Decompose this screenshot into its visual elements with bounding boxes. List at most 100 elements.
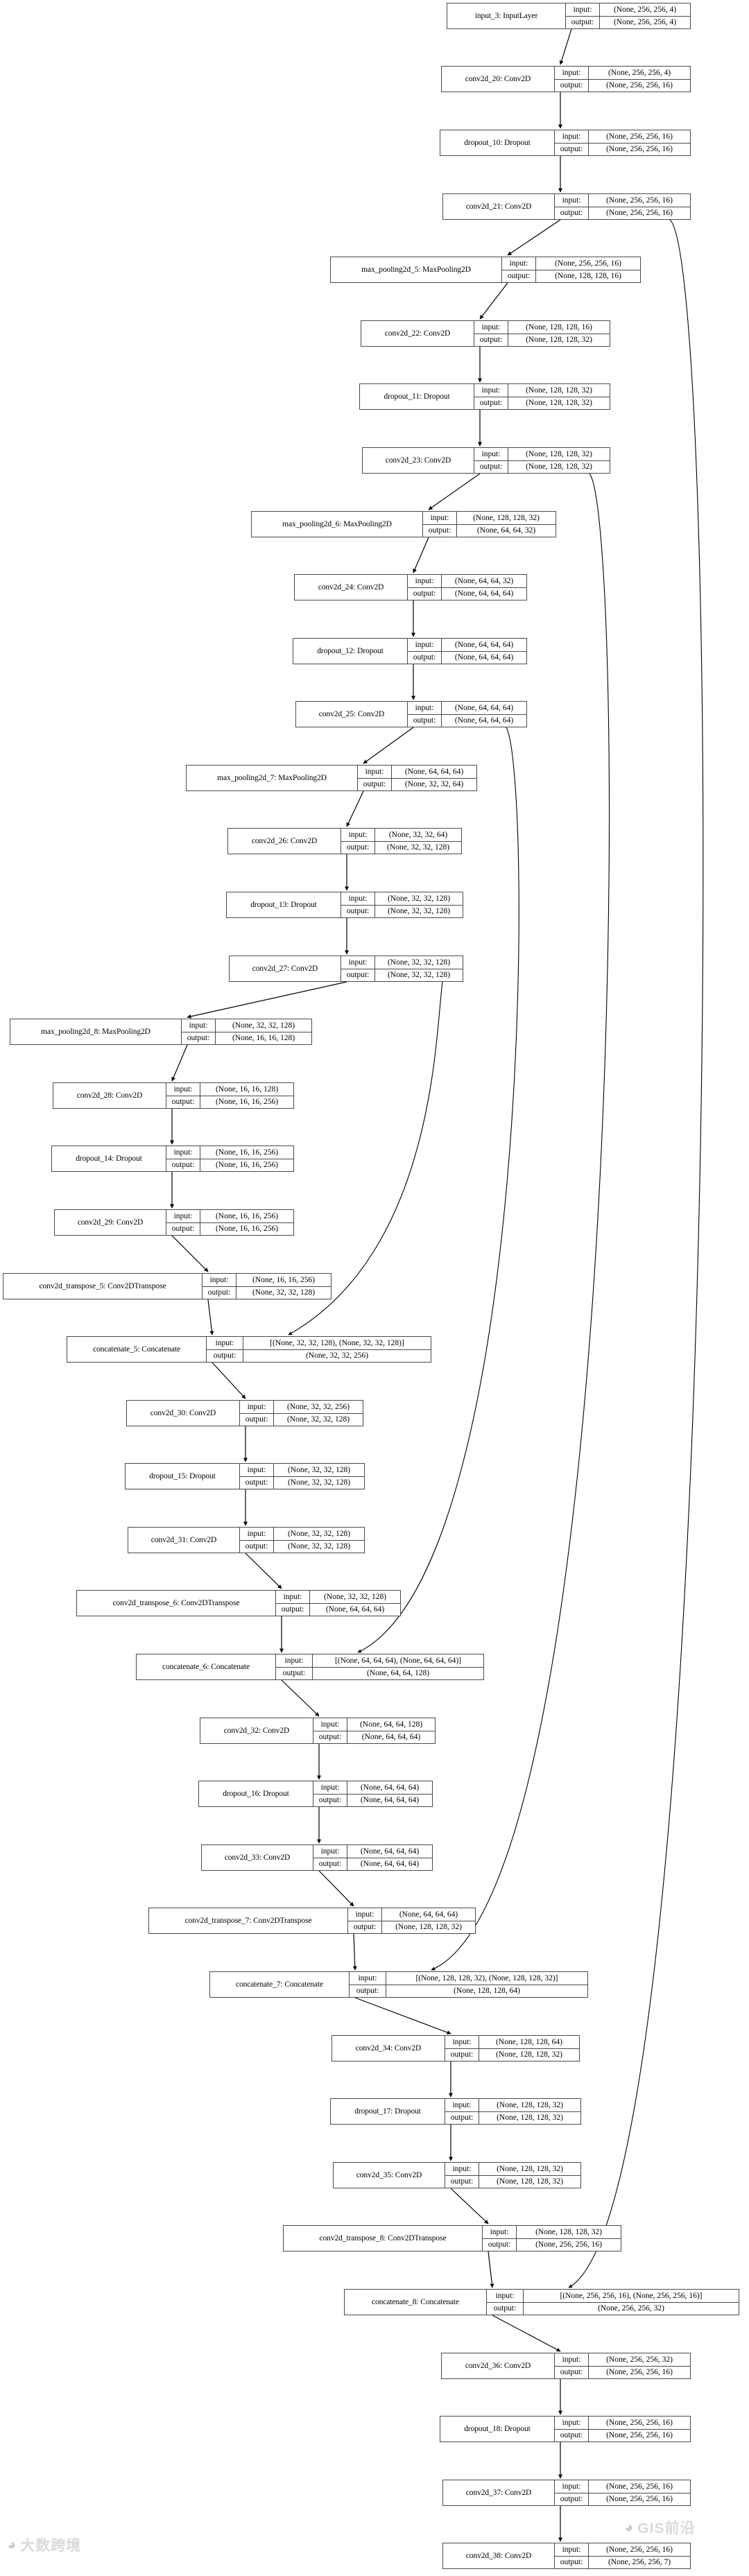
node-input-label: input:: [408, 639, 442, 651]
graph-node-max_pooling2d_6[interactable]: max_pooling2d_6: MaxPooling2D input: (No…: [251, 511, 556, 537]
graph-node-concatenate_6[interactable]: concatenate_6: Concatenate input: [(None…: [136, 1654, 484, 1680]
graph-node-conv2d_27[interactable]: conv2d_27: Conv2D input: (None, 32, 32, …: [229, 956, 463, 982]
node-io-table: input: (None, 16, 16, 256) output: (None…: [166, 1210, 293, 1235]
node-input-shape: (None, 256, 256, 16): [606, 2418, 673, 2427]
graph-node-dropout_14[interactable]: dropout_14: Dropout input: (None, 16, 16…: [51, 1146, 294, 1172]
graph-node-conv2d_transpose_7[interactable]: conv2d_transpose_7: Conv2DTranspose inpu…: [148, 1908, 476, 1934]
graph-node-concatenate_5[interactable]: concatenate_5: Concatenate input: [(None…: [67, 1336, 431, 1363]
graph-node-conv2d_33[interactable]: conv2d_33: Conv2D input: (None, 64, 64, …: [201, 1844, 433, 1871]
node-output-shape: (None, 128, 128, 32): [526, 336, 592, 345]
graph-node-max_pooling2d_7[interactable]: max_pooling2d_7: MaxPooling2D input: (No…: [186, 765, 477, 791]
graph-node-concatenate_8[interactable]: concatenate_8: Concatenate input: [(None…: [344, 2289, 739, 2315]
node-output-row: output: (None, 16, 16, 128): [182, 1032, 311, 1044]
graph-node-dropout_10[interactable]: dropout_10: Dropout input: (None, 256, 2…: [440, 130, 691, 156]
node-input-shape: (None, 16, 16, 256): [215, 1148, 279, 1157]
node-label: conv2d_33: Conv2D: [202, 1845, 313, 1870]
node-output-shape: (None, 64, 64, 64): [325, 1605, 385, 1614]
node-io-table: input: (None, 128, 128, 32) output: (Non…: [423, 512, 556, 537]
graph-node-conv2d_36[interactable]: conv2d_36: Conv2D input: (None, 256, 256…: [441, 2353, 691, 2379]
node-input-shape: (None, 256, 256, 16): [555, 259, 621, 268]
node-output-row: output: (None, 64, 64, 64): [408, 651, 526, 664]
graph-node-conv2d_38[interactable]: conv2d_38: Conv2D input: (None, 256, 256…: [442, 2543, 691, 2569]
node-output-label: output:: [423, 524, 457, 537]
node-label: dropout_18: Dropout: [440, 2417, 555, 2441]
graph-node-conv2d_37[interactable]: conv2d_37: Conv2D input: (None, 256, 256…: [442, 2480, 691, 2506]
node-input-row: input: (None, 64, 64, 64): [348, 1908, 475, 1921]
node-input-row: input: (None, 64, 64, 32): [408, 575, 526, 588]
graph-node-conv2d_34[interactable]: conv2d_34: Conv2D input: (None, 128, 128…: [332, 2035, 580, 2061]
node-output-label: output:: [182, 1032, 216, 1044]
graph-node-max_pooling2d_5[interactable]: max_pooling2d_5: MaxPooling2D input: (No…: [330, 257, 641, 283]
graph-node-max_pooling2d_8[interactable]: max_pooling2d_8: MaxPooling2D input: (No…: [10, 1019, 312, 1045]
graph-node-conv2d_24[interactable]: conv2d_24: Conv2D input: (None, 64, 64, …: [294, 574, 527, 600]
graph-node-conv2d_30[interactable]: conv2d_30: Conv2D input: (None, 32, 32, …: [126, 1400, 363, 1426]
node-input-row: input: (None, 128, 128, 32): [474, 448, 610, 461]
node-output-shape: (None, 32, 32, 256): [305, 1351, 369, 1360]
node-input-label: input:: [423, 512, 457, 524]
node-input-row: input: (None, 32, 32, 128): [341, 892, 463, 906]
node-output-shape: (None, 128, 128, 32): [526, 399, 592, 408]
node-input-shape: (None, 256, 256, 16): [606, 2545, 673, 2554]
node-output-row: output: (None, 32, 32, 128): [203, 1286, 331, 1299]
graph-node-conv2d_25[interactable]: conv2d_25: Conv2D input: (None, 64, 64, …: [295, 701, 527, 727]
node-output-row: output: (None, 32, 32, 256): [207, 1349, 431, 1362]
node-input-shape: (None, 64, 64, 64): [360, 1847, 420, 1856]
node-output-label: output:: [350, 1985, 386, 1997]
graph-node-dropout_13[interactable]: dropout_13: Dropout input: (None, 32, 32…: [226, 892, 463, 918]
graph-node-conv2d_22[interactable]: conv2d_22: Conv2D input: (None, 128, 128…: [361, 320, 610, 347]
node-output-shape: (None, 32, 32, 128): [286, 1415, 350, 1424]
node-output-shape: (None, 16, 16, 256): [215, 1098, 279, 1107]
graph-node-conv2d_29[interactable]: conv2d_29: Conv2D input: (None, 16, 16, …: [54, 1209, 294, 1236]
graph-node-conv2d_35[interactable]: conv2d_35: Conv2D input: (None, 128, 128…: [333, 2162, 581, 2188]
graph-node-conv2d_transpose_6[interactable]: conv2d_transpose_6: Conv2DTranspose inpu…: [76, 1590, 401, 1616]
graph-node-conv2d_23[interactable]: conv2d_23: Conv2D input: (None, 128, 128…: [362, 447, 610, 474]
node-input-shape: (None, 256, 256, 4): [613, 5, 677, 14]
node-output-row: output: (None, 64, 64, 64): [408, 714, 526, 727]
node-input-shape: (None, 256, 256, 32): [606, 2355, 673, 2364]
node-output-shape: (None, 16, 16, 256): [215, 1225, 279, 1234]
node-input-shape: (None, 256, 256, 16): [606, 196, 673, 205]
node-input-label: input:: [408, 575, 442, 587]
graph-node-input_3[interactable]: input_3: InputLayer input: (None, 256, 2…: [447, 3, 691, 29]
node-input-label: input:: [474, 448, 508, 460]
node-label: max_pooling2d_7: MaxPooling2D: [187, 766, 358, 790]
graph-node-conv2d_transpose_8[interactable]: conv2d_transpose_8: Conv2DTranspose inpu…: [283, 2225, 621, 2251]
node-input-shape: (None, 32, 32, 64): [388, 830, 448, 839]
graph-node-dropout_18[interactable]: dropout_18: Dropout input: (None, 256, 2…: [440, 2416, 691, 2442]
graph-node-dropout_17[interactable]: dropout_17: Dropout input: (None, 128, 1…: [330, 2098, 581, 2125]
node-input-row: input: (None, 128, 128, 32): [483, 2226, 621, 2239]
node-input-shape: (None, 256, 256, 16): [606, 132, 673, 141]
node-input-label: input:: [313, 1781, 347, 1794]
graph-node-conv2d_20[interactable]: conv2d_20: Conv2D input: (None, 256, 256…: [441, 66, 691, 92]
graph-node-dropout_11[interactable]: dropout_11: Dropout input: (None, 128, 1…: [359, 383, 610, 410]
node-output-row: output: (None, 64, 64, 32): [423, 524, 556, 537]
graph-node-conv2d_21[interactable]: conv2d_21: Conv2D input: (None, 256, 256…: [442, 193, 691, 220]
graph-node-dropout_12[interactable]: dropout_12: Dropout input: (None, 64, 64…: [293, 638, 527, 664]
node-output-row: output: (None, 16, 16, 256): [166, 1096, 293, 1108]
graph-node-conv2d_31[interactable]: conv2d_31: Conv2D input: (None, 32, 32, …: [128, 1527, 365, 1553]
graph-node-conv2d_26[interactable]: conv2d_26: Conv2D input: (None, 32, 32, …: [227, 828, 462, 854]
watermark-right-text: GIS前沿: [637, 2521, 696, 2536]
node-input-shape: (None, 16, 16, 256): [252, 1275, 316, 1284]
graph-node-dropout_16[interactable]: dropout_16: Dropout input: (None, 64, 64…: [198, 1781, 433, 1807]
node-label: conv2d_23: Conv2D: [363, 448, 474, 473]
node-io-table: input: (None, 128, 128, 32) output: (Non…: [445, 2163, 580, 2188]
node-input-label: input:: [555, 67, 589, 79]
node-io-table: input: (None, 16, 16, 256) output: (None…: [203, 1274, 331, 1299]
node-output-shape: (None, 128, 128, 32): [526, 463, 592, 472]
graph-node-conv2d_32[interactable]: conv2d_32: Conv2D input: (None, 64, 64, …: [200, 1718, 436, 1744]
node-input-label: input:: [555, 130, 589, 143]
node-io-table: input: (None, 64, 64, 64) output: (None,…: [348, 1908, 475, 1933]
graph-node-concatenate_7[interactable]: concatenate_7: Concatenate input: [(None…: [209, 1971, 588, 1998]
node-input-row: input: (None, 128, 128, 64): [445, 2036, 579, 2049]
node-input-row: input: (None, 16, 16, 256): [166, 1146, 293, 1159]
node-output-label: output:: [313, 1794, 347, 1806]
node-io-table: input: (None, 64, 64, 64) output: (None,…: [313, 1845, 432, 1870]
graph-node-conv2d_28[interactable]: conv2d_28: Conv2D input: (None, 16, 16, …: [53, 1082, 294, 1109]
graph-node-dropout_15[interactable]: dropout_15: Dropout input: (None, 32, 32…: [125, 1463, 365, 1489]
node-output-label: output:: [445, 2111, 479, 2124]
graph-node-conv2d_transpose_5[interactable]: conv2d_transpose_5: Conv2DTranspose inpu…: [3, 1273, 332, 1299]
node-output-shape: (None, 128, 128, 32): [497, 2113, 563, 2123]
watermark-logo-icon: ◕: [7, 2536, 17, 2553]
